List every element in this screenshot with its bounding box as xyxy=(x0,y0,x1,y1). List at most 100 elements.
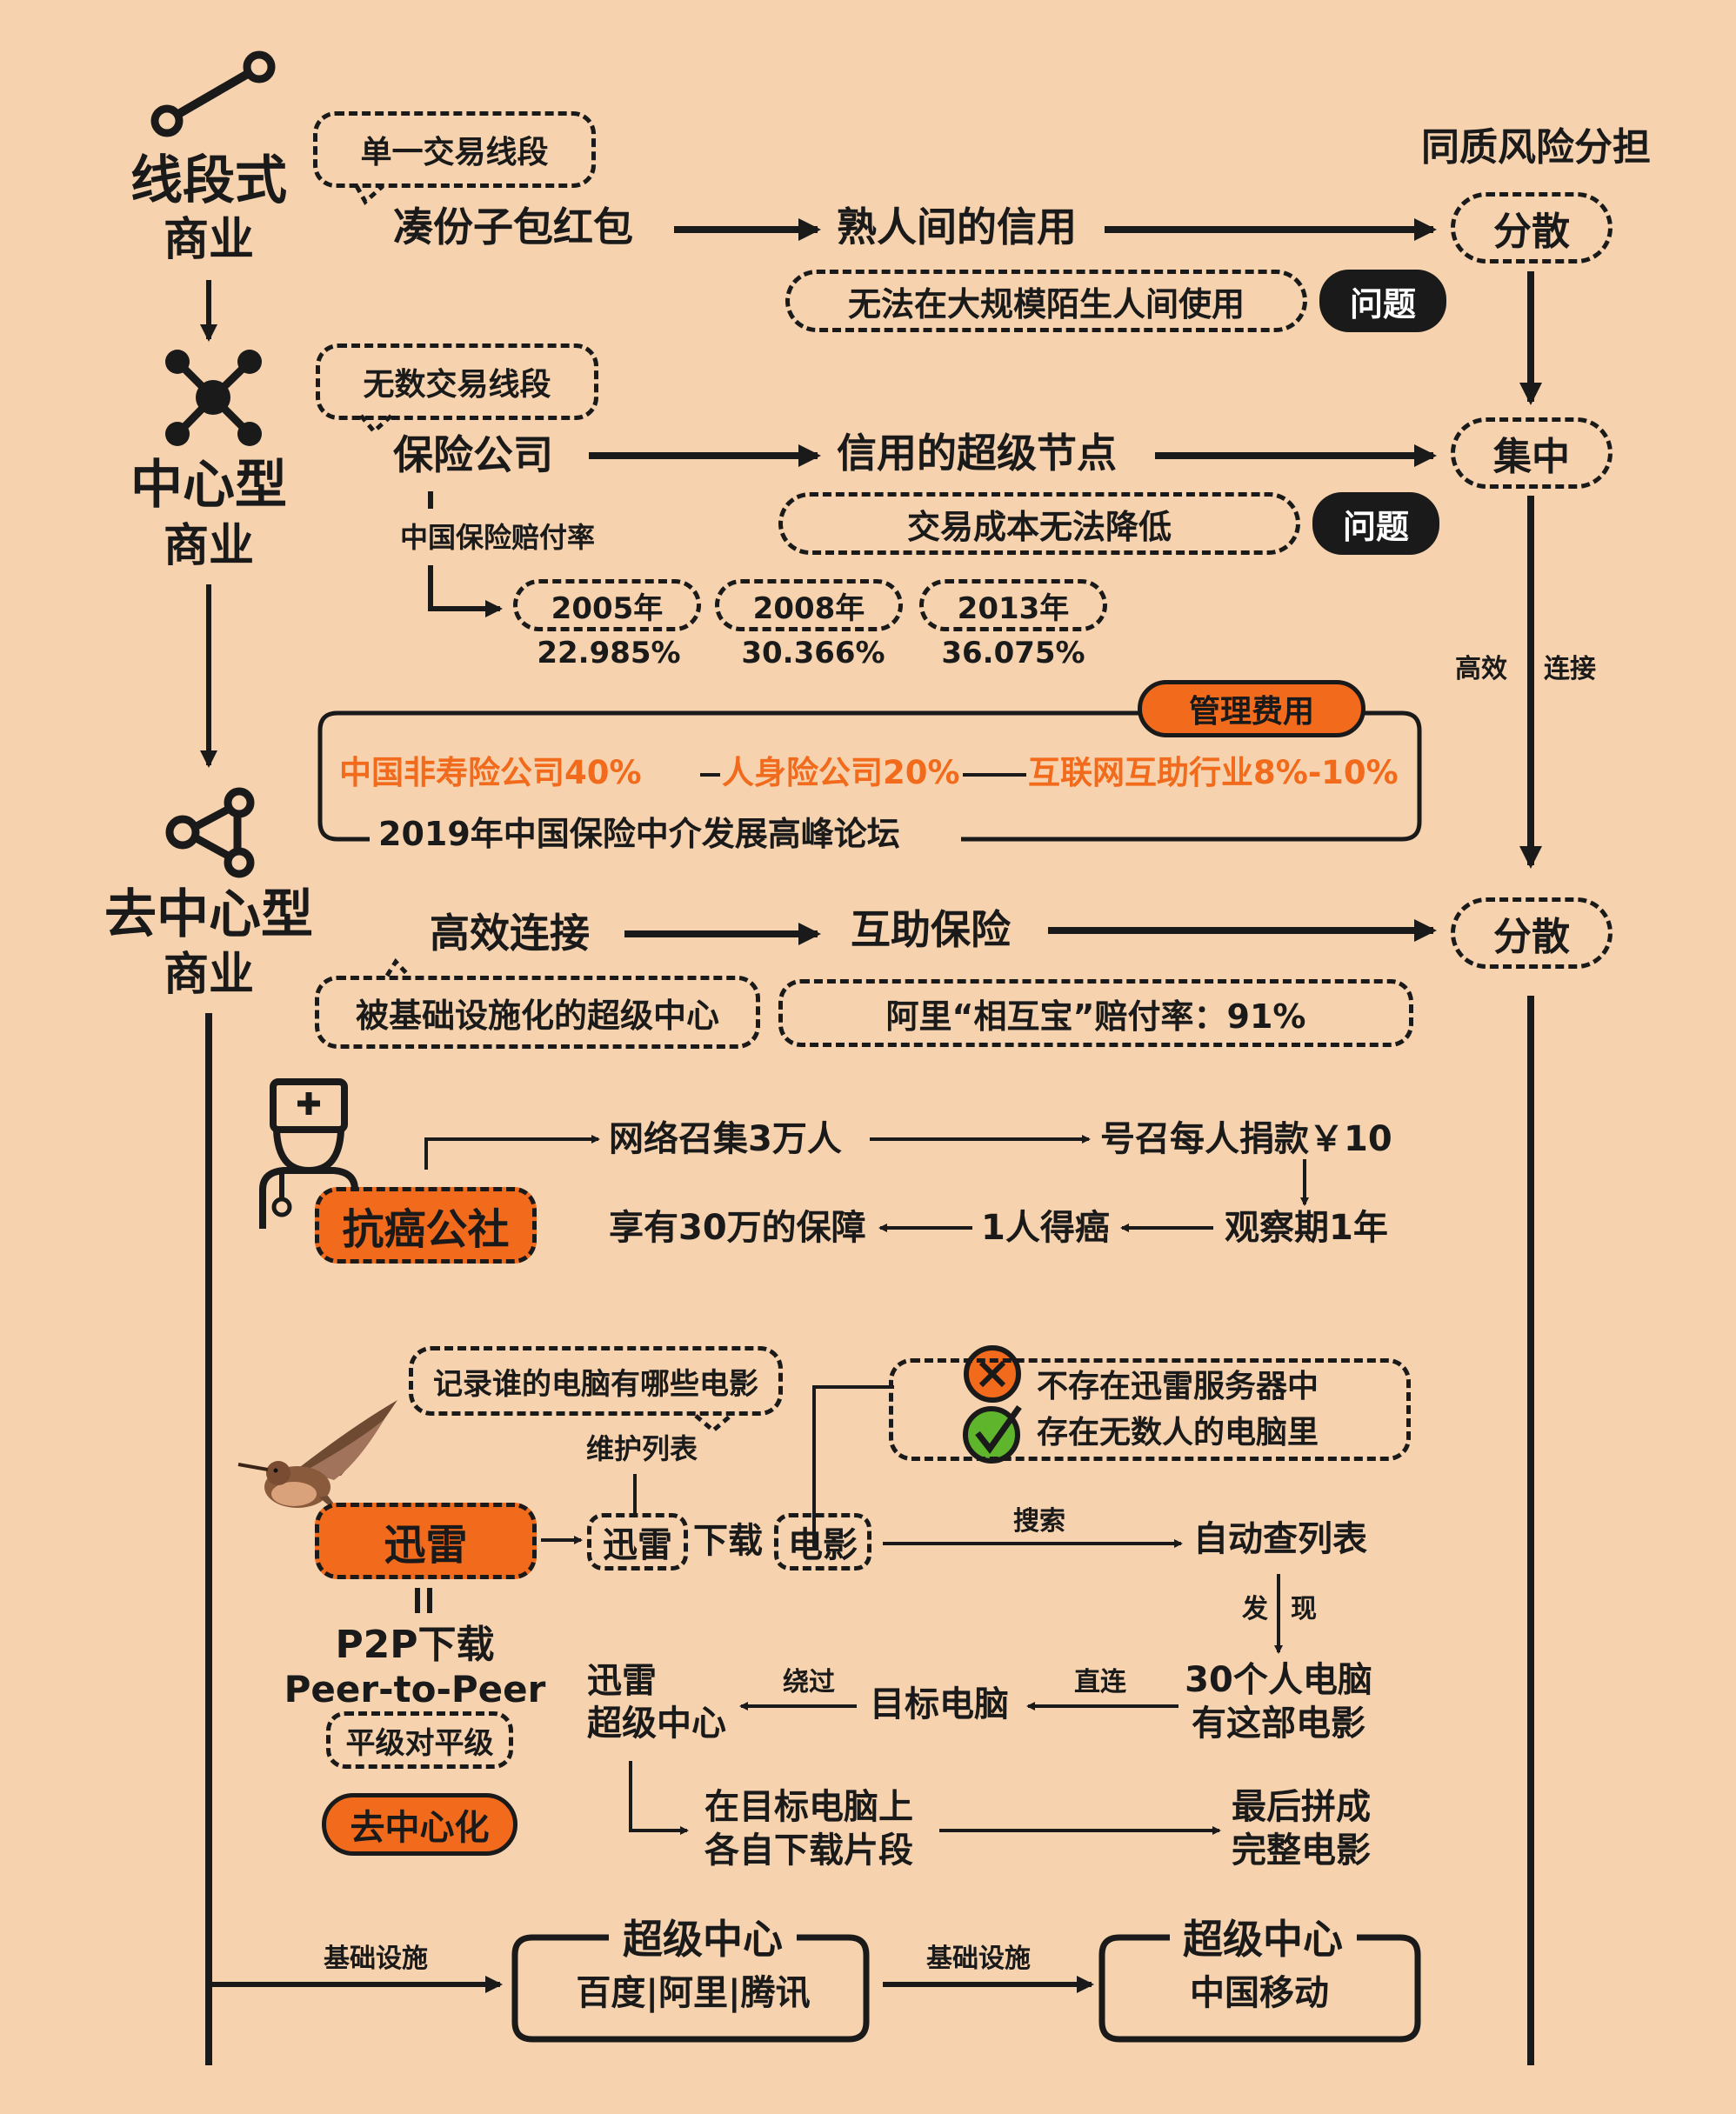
xunlei-in: 存在无数人的电脑里 xyxy=(1037,1415,1319,1450)
row2-tag-label: 无数交易线段 xyxy=(363,367,551,403)
row1-tag: 单一交易线段 xyxy=(313,111,596,188)
row2-mid: 信用的超级节点 xyxy=(837,430,1117,477)
disperse-top-box: 分散 xyxy=(1451,192,1612,263)
xunlei-pc30-2: 有这部电影 xyxy=(1192,1704,1365,1744)
xunlei-note: 记录谁的电脑有哪些电影 xyxy=(409,1346,783,1416)
row3-start: 高效连接 xyxy=(430,910,590,957)
row2-start: 保险公司 xyxy=(393,431,553,478)
ratio-label: 中国保险赔付率 xyxy=(400,521,596,554)
xunlei-badge: 迅雷 xyxy=(315,1503,537,1579)
row1-mid: 熟人间的信用 xyxy=(837,203,1077,250)
xunlei-peer-cn: 平级对平级 xyxy=(345,1725,494,1761)
xunlei-seg2: 各自下载片段 xyxy=(704,1831,913,1871)
disperse-top-label: 分散 xyxy=(1493,210,1570,254)
xunlei-final1: 最后拼成 xyxy=(1232,1787,1371,1827)
xunlei-direct: 直连 xyxy=(1074,1667,1126,1697)
check-icon xyxy=(963,1404,1022,1464)
mgmt-source: 2019年中国保险中介发展高峰论坛 xyxy=(378,815,900,853)
row2-tag: 无数交易线段 xyxy=(316,343,598,420)
xunlei-target: 目标电脑 xyxy=(870,1684,1009,1724)
segment-line-icon xyxy=(150,50,276,137)
xunlei-auto-list: 自动查列表 xyxy=(1193,1519,1367,1559)
xunlei-download: 下载 xyxy=(693,1521,763,1561)
cancer-step2: 号召每人捐款￥10 xyxy=(1100,1119,1392,1159)
xunlei-p2p: P2P下载 xyxy=(335,1623,495,1667)
stage-linear-sub: 商业 xyxy=(163,214,255,266)
row1-problem-label: 无法在大规模陌生人间使用 xyxy=(847,284,1245,323)
mgmt-item3: 互联网互助行业8%-10% xyxy=(1028,754,1399,791)
stage-central-title: 中心型 xyxy=(130,455,287,516)
decentral-badge-label: 去中心化 xyxy=(350,1808,490,1848)
year-2013: 2013年 xyxy=(957,590,1070,626)
stage-linear-title: 线段式 xyxy=(130,150,287,211)
cancer-step5: 享有30万的保障 xyxy=(609,1208,866,1248)
xunlei-not-in: 不存在迅雷服务器中 xyxy=(1037,1369,1319,1404)
mgmt-badge: 管理费用 xyxy=(1138,680,1365,737)
value-2008: 30.366% xyxy=(741,636,885,670)
row1-problem-badge: 问题 xyxy=(1319,270,1446,332)
bottom-box2-body: 中国移动 xyxy=(1190,1973,1329,2013)
cancer-step1: 网络召集3万人 xyxy=(609,1119,842,1159)
cancer-step4: 1人得癌 xyxy=(981,1208,1110,1248)
row3-tag: 被基础设施化的超级中心 xyxy=(315,976,760,1049)
value-2013: 36.075% xyxy=(941,636,1085,670)
xunlei-peer: Peer-to-Peer xyxy=(284,1668,546,1711)
xunlei-note-label: 记录谁的电脑有哪些电影 xyxy=(433,1366,758,1402)
cancer-step3: 观察期1年 xyxy=(1225,1208,1388,1248)
xunlei-inner-box: 迅雷 xyxy=(587,1513,688,1570)
row2-problem-badge: 问题 xyxy=(1312,492,1439,555)
cancer-badge-label: 抗癌公社 xyxy=(342,1205,510,1254)
xunlei-movie-label: 电影 xyxy=(788,1525,858,1565)
xunlei-super1: 迅雷 xyxy=(587,1661,657,1701)
bottom-box2-title: 超级中心 xyxy=(1183,1916,1343,1963)
disperse-bottom-box: 分散 xyxy=(1451,897,1612,969)
xunlei-found2: 现 xyxy=(1291,1594,1317,1624)
row1-problem-badge-label: 问题 xyxy=(1349,284,1416,323)
decentral-badge: 去中心化 xyxy=(322,1793,517,1856)
year-2008-box: 2008年 xyxy=(715,579,903,631)
bottom-infra1: 基础设施 xyxy=(324,1944,428,1974)
right-efficient: 高效 xyxy=(1455,654,1507,684)
mgmt-item2: 人身险公司20% xyxy=(722,754,960,791)
concentrate-box: 集中 xyxy=(1451,417,1612,489)
xunlei-found1: 发 xyxy=(1242,1594,1268,1624)
xunlei-maintain: 维护列表 xyxy=(585,1432,698,1465)
xunlei-movie-box: 电影 xyxy=(774,1513,871,1570)
row2-problem-badge-label: 问题 xyxy=(1342,507,1409,546)
row3-ratio-label: 阿里“相互宝”赔付率：91% xyxy=(885,997,1306,1036)
xunlei-storage-box xyxy=(889,1358,1411,1461)
xunlei-final2: 完整电影 xyxy=(1232,1831,1371,1871)
year-2013-box: 2013年 xyxy=(919,579,1107,631)
xunlei-inner-label: 迅雷 xyxy=(603,1525,672,1565)
xunlei-badge-label: 迅雷 xyxy=(384,1521,468,1570)
right-title: 同质风险分担 xyxy=(1421,125,1651,170)
xunlei-pc30-1: 30个人电脑 xyxy=(1185,1660,1372,1700)
row1-start: 凑份子包红包 xyxy=(393,203,633,250)
row3-tag-label: 被基础设施化的超级中心 xyxy=(355,996,719,1035)
xunlei-peer-cn-box: 平级对平级 xyxy=(326,1711,513,1769)
hub-network-icon xyxy=(165,350,262,446)
doctor-icon xyxy=(259,1078,358,1229)
right-connect: 连接 xyxy=(1544,654,1596,684)
bottom-box1-title: 超级中心 xyxy=(623,1916,783,1963)
bottom-infra2: 基础设施 xyxy=(926,1944,1031,1974)
stage-decentral-title: 去中心型 xyxy=(104,884,313,945)
row1-problem: 无法在大规模陌生人间使用 xyxy=(785,270,1307,332)
row3-ratio: 阿里“相互宝”赔付率：91% xyxy=(778,979,1413,1047)
mgmt-badge-label: 管理费用 xyxy=(1188,694,1314,730)
row2-problem-label: 交易成本无法降低 xyxy=(906,507,1172,546)
bottom-box1-body: 百度|阿里|腾讯 xyxy=(576,1973,811,2013)
disperse-bottom-label: 分散 xyxy=(1493,915,1570,959)
xunlei-bypass: 绕过 xyxy=(783,1667,835,1697)
cancer-badge: 抗癌公社 xyxy=(315,1187,537,1264)
xunlei-seg1: 在目标电脑上 xyxy=(704,1787,913,1827)
year-2008: 2008年 xyxy=(752,590,865,626)
concentrate-label: 集中 xyxy=(1493,435,1570,479)
mgmt-item1: 中国非寿险公司40% xyxy=(339,754,642,791)
xunlei-super2: 超级中心 xyxy=(587,1704,726,1744)
hummingbird-icon xyxy=(237,1400,397,1519)
share-network-icon xyxy=(165,787,255,878)
row1-tag-label: 单一交易线段 xyxy=(360,135,549,170)
